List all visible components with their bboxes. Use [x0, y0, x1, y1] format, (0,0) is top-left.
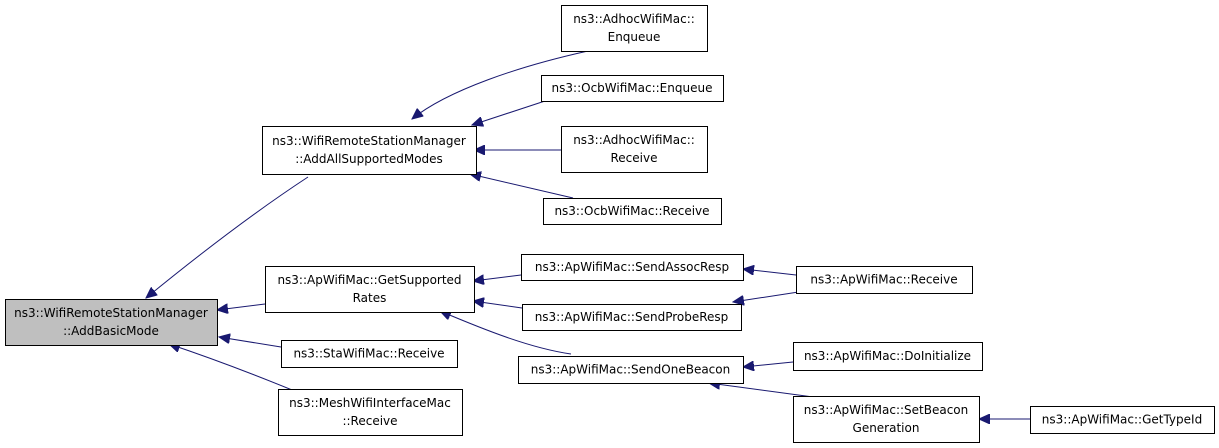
node-get-type-id[interactable]: ns3::ApWifiMac::GetTypeId: [1030, 406, 1215, 434]
node-box: [281, 340, 458, 368]
node-label-line: ns3::OcbWifiMac::Receive: [554, 204, 709, 218]
node-box: [541, 75, 724, 102]
node-box: [543, 198, 722, 225]
node-box: [561, 126, 708, 173]
node-root[interactable]: ns3::WifiRemoteStationManager::AddBasicM…: [5, 299, 218, 346]
node-label-line: ns3::AdhocWifiMac::: [573, 12, 695, 26]
node-label-line: ns3::AdhocWifiMac::: [573, 133, 695, 147]
edge-do-initialize-to-send-one-beacon: [743, 362, 794, 367]
node-label-line: ns3::ApWifiMac::SendProbeResp: [535, 310, 729, 324]
node-ap-receive[interactable]: ns3::ApWifiMac::Receive: [796, 266, 973, 294]
node-box: [1030, 406, 1215, 434]
node-box: [518, 356, 744, 384]
node-box: [796, 266, 973, 294]
node-box: [793, 342, 983, 371]
node-label-line: ns3::ApWifiMac::SendAssocResp: [535, 260, 729, 274]
edge-adhoc-enqueue-to-add-all-supported-modes: [412, 50, 589, 119]
nodes-layer: ns3::WifiRemoteStationManager::AddBasicM…: [5, 5, 1215, 443]
edges-layer: [146, 50, 1030, 419]
node-label-line: ::AddBasicMode: [63, 324, 159, 338]
node-adhoc-enqueue[interactable]: ns3::AdhocWifiMac::Enqueue: [561, 5, 708, 52]
node-box: [262, 126, 477, 175]
edge-send-probe-resp-to-get-supported-rates: [473, 301, 523, 309]
node-send-assoc-resp[interactable]: ns3::ApWifiMac::SendAssocResp: [521, 254, 744, 281]
edge-send-assoc-resp-to-get-supported-rates: [473, 274, 522, 281]
node-mesh-receive[interactable]: ns3::MeshWifiInterfaceMac::Receive: [278, 389, 463, 436]
node-label-line: ns3::MeshWifiInterfaceMac: [289, 396, 451, 410]
node-label-line: ns3::ApWifiMac::SetBeacon: [804, 403, 969, 417]
node-label-line: ns3::ApWifiMac::Receive: [810, 273, 957, 287]
node-label-line: ns3::ApWifiMac::SendOneBeacon: [531, 363, 730, 377]
node-label-line: ::AddAllSupportedModes: [295, 152, 443, 166]
edge-ap-receive-to-send-probe-resp: [733, 290, 806, 302]
edge-sta-receive-to-root: [219, 337, 282, 348]
node-box: [522, 304, 742, 331]
node-ocb-enqueue[interactable]: ns3::OcbWifiMac::Enqueue: [541, 75, 724, 102]
edge-send-one-beacon-to-get-supported-rates: [440, 311, 572, 355]
node-label-line: ns3::OcbWifiMac::Enqueue: [552, 81, 713, 95]
edge-add-all-supported-modes-to-root: [146, 176, 309, 298]
node-send-one-beacon[interactable]: ns3::ApWifiMac::SendOneBeacon: [518, 356, 744, 384]
node-box: [265, 266, 475, 313]
node-add-all-supported-modes[interactable]: ns3::WifiRemoteStationManager::AddAllSup…: [262, 126, 477, 175]
edge-ocb-receive-to-add-all-supported-modes: [470, 174, 574, 199]
node-ocb-receive[interactable]: ns3::OcbWifiMac::Receive: [543, 198, 722, 225]
node-label-line: ns3::ApWifiMac::DoInitialize: [804, 349, 971, 363]
node-do-initialize[interactable]: ns3::ApWifiMac::DoInitialize: [793, 342, 983, 371]
edge-get-supported-rates-to-root: [217, 303, 266, 310]
edge-ap-receive-to-send-assoc-resp: [743, 269, 797, 276]
node-label-line: ns3::WifiRemoteStationManager: [14, 306, 208, 320]
node-label-line: ns3::ApWifiMac::GetTypeId: [1042, 413, 1202, 427]
node-label-line: Rates: [353, 291, 387, 305]
node-label-line: Generation: [853, 421, 920, 435]
node-label-line: ns3::WifiRemoteStationManager: [272, 134, 466, 148]
node-send-probe-resp[interactable]: ns3::ApWifiMac::SendProbeResp: [522, 304, 742, 331]
node-label-line: ns3::ApWifiMac::GetSupported: [277, 273, 461, 287]
node-box: [278, 389, 463, 436]
edge-mesh-receive-to-root: [169, 344, 298, 393]
node-box: [561, 5, 708, 52]
node-label-line: Receive: [611, 151, 658, 165]
node-adhoc-receive[interactable]: ns3::AdhocWifiMac::Receive: [561, 126, 708, 173]
node-label-line: ns3::StaWifiMac::Receive: [293, 347, 444, 361]
node-label-line: ::Receive: [342, 414, 397, 428]
node-box: [793, 396, 980, 443]
node-box: [521, 254, 744, 281]
node-label-line: Enqueue: [608, 30, 661, 44]
edge-ocb-enqueue-to-add-all-supported-modes: [472, 100, 546, 125]
node-sta-receive[interactable]: ns3::StaWifiMac::Receive: [281, 340, 458, 368]
node-box: [5, 299, 218, 346]
